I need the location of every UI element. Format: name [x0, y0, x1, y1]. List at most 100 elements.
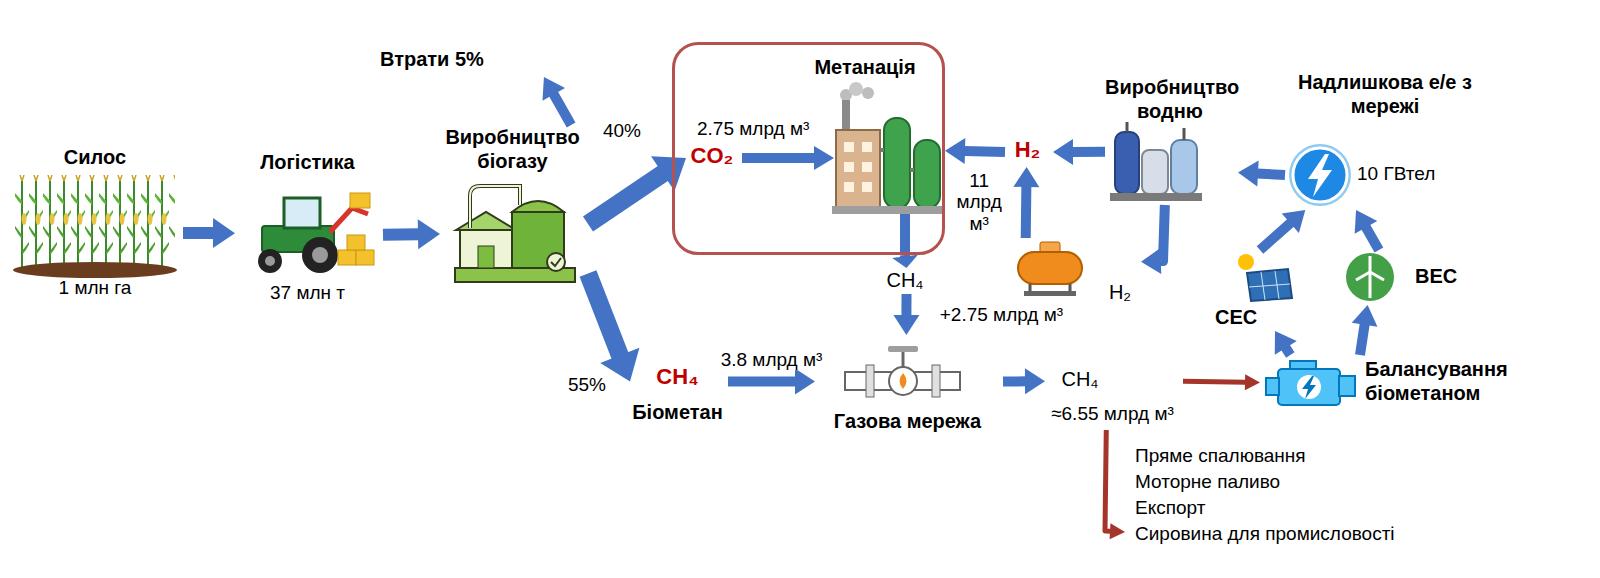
arrow-shaft	[964, 146, 1005, 157]
hydrogen-storage-tank	[1018, 242, 1082, 296]
icon-node: ВЕС	[1345, 250, 1458, 305]
biogas-plant-icon	[455, 186, 575, 282]
node-text: СЕС	[1215, 305, 1257, 329]
flow-arrow	[1275, 331, 1297, 355]
methanation-plant-icon	[832, 82, 944, 255]
node-text: Силос	[10, 145, 180, 169]
node-text: CH₄	[1045, 367, 1115, 391]
arrow-head	[1053, 139, 1073, 165]
node-text: Виробництво водню	[1105, 75, 1235, 123]
node-text: CO₂	[686, 143, 738, 169]
arrow-shaft	[1260, 223, 1291, 250]
node-text: Балансування біометаном	[1365, 357, 1560, 405]
flow-arrow	[1183, 374, 1260, 390]
process-box: МетанаціяCO₂	[672, 42, 945, 255]
arrow-shaft	[1360, 324, 1365, 355]
loss-node: Втрати 5%	[380, 45, 565, 77]
arrow-shaft	[383, 228, 419, 241]
gas-node: CH₄Біометан	[630, 362, 728, 427]
node-text: Біометан	[630, 400, 725, 424]
arrow-head	[1025, 368, 1045, 394]
icon-node: Виробництво водню	[1105, 75, 1238, 205]
icon-node: Надлишкова е/е з мережі10 ГВтел	[1285, 70, 1488, 210]
arrow-shaft	[1021, 186, 1032, 238]
flow-arrow	[1238, 161, 1285, 187]
arrow-head	[542, 77, 565, 101]
grid-power-icon	[1289, 144, 1351, 206]
arrow-head	[1238, 161, 1259, 187]
flow-arrow	[945, 138, 1005, 164]
flow-arrow	[1260, 210, 1305, 250]
arrow-head	[213, 218, 235, 248]
arrow-shaft	[1072, 147, 1105, 157]
corn-field	[13, 175, 177, 278]
arrow-head	[651, 156, 686, 191]
arrow-shaft	[588, 274, 620, 357]
icon-node: СЕС	[1215, 250, 1290, 331]
flow-arrow	[183, 218, 235, 248]
arrow-head	[1355, 210, 1378, 234]
flow-arrow	[1141, 205, 1165, 274]
flow-arrow	[1352, 305, 1378, 355]
use-list: Пряме спалюванняМоторне паливоЕкспортСир…	[1125, 443, 1458, 549]
flow-arrow	[1105, 430, 1125, 539]
node-text: 1 млн га	[10, 277, 180, 300]
node-text: Надлишкова е/е з мережі	[1285, 70, 1485, 118]
icon-node: Логістика37 млн т	[235, 150, 383, 310]
node-text: ≈6.55 млрд м³	[1045, 403, 1180, 426]
arrow-shaft	[553, 94, 571, 125]
node-text: CH₄	[880, 268, 930, 292]
arrow-shaft	[1365, 226, 1378, 250]
arrow-shaft	[1285, 347, 1290, 355]
flow-arrow	[1053, 139, 1105, 165]
arrow-head	[893, 315, 919, 335]
arrow-shaft	[183, 227, 214, 239]
node-text: Сировина для промисловості	[1135, 521, 1455, 547]
arrow-shaft	[901, 294, 911, 316]
gas-node: H₂	[1005, 137, 1053, 167]
arrow-head	[892, 255, 918, 268]
node-text: Газова мережа	[815, 409, 1000, 433]
icon-node: H₂	[1010, 238, 1141, 306]
node-text: ВЕС	[1415, 264, 1455, 288]
flow-label: 2.75 млрд м³	[697, 118, 809, 141]
arrow-shaft	[1183, 381, 1246, 382]
arrow-head	[1245, 374, 1260, 390]
co2-flow-arrow	[742, 146, 834, 170]
edge-label: 55%	[565, 374, 609, 396]
node-text: Виробництво біогазу	[440, 125, 585, 173]
arrow-head	[1352, 305, 1378, 327]
edge-label: +2.75 млрд м³	[937, 304, 1066, 326]
gas-node: CO₂	[686, 143, 741, 173]
arrow-head	[945, 138, 965, 164]
icon-node: Газова мережа	[815, 335, 1003, 435]
node-text: Логістика	[235, 150, 380, 174]
arrow-shaft	[1257, 174, 1285, 175]
arrow-head	[418, 219, 440, 249]
gas-pipe-valve-icon	[845, 346, 960, 397]
node-text: Експорт	[1135, 495, 1455, 521]
arrow-shaft	[1105, 430, 1111, 531]
node-text: H₂	[1102, 280, 1138, 304]
flow-arrow	[383, 219, 440, 249]
flow-arrow	[728, 369, 815, 395]
arrow-head	[795, 369, 815, 395]
node-text: Моторне паливо	[1135, 469, 1455, 495]
flow-arrow	[1003, 368, 1045, 394]
edge-label: 3.8 млрд м³	[718, 349, 826, 371]
edge-label: 40%	[600, 120, 644, 142]
gas-node: CH₄ ≈6.55 млрд м³	[1045, 365, 1183, 430]
flow-arrow	[893, 294, 919, 335]
wind-turbine-icon	[1346, 253, 1394, 301]
arrow-shaft	[1003, 376, 1026, 386]
flow-arrow	[892, 255, 918, 268]
solar-panel-icon	[1238, 254, 1292, 301]
node-text: Пряме спалювання	[1135, 443, 1455, 469]
edge-label: 11 млрд м³	[953, 170, 1005, 236]
arrow-shaft	[1160, 205, 1165, 261]
flow-arrow	[1013, 167, 1039, 238]
icon-node: Силос 1 млн га	[10, 145, 183, 305]
node-text: H₂	[1005, 137, 1050, 163]
engine-icon	[1266, 361, 1355, 405]
arrow-head	[1013, 167, 1039, 187]
